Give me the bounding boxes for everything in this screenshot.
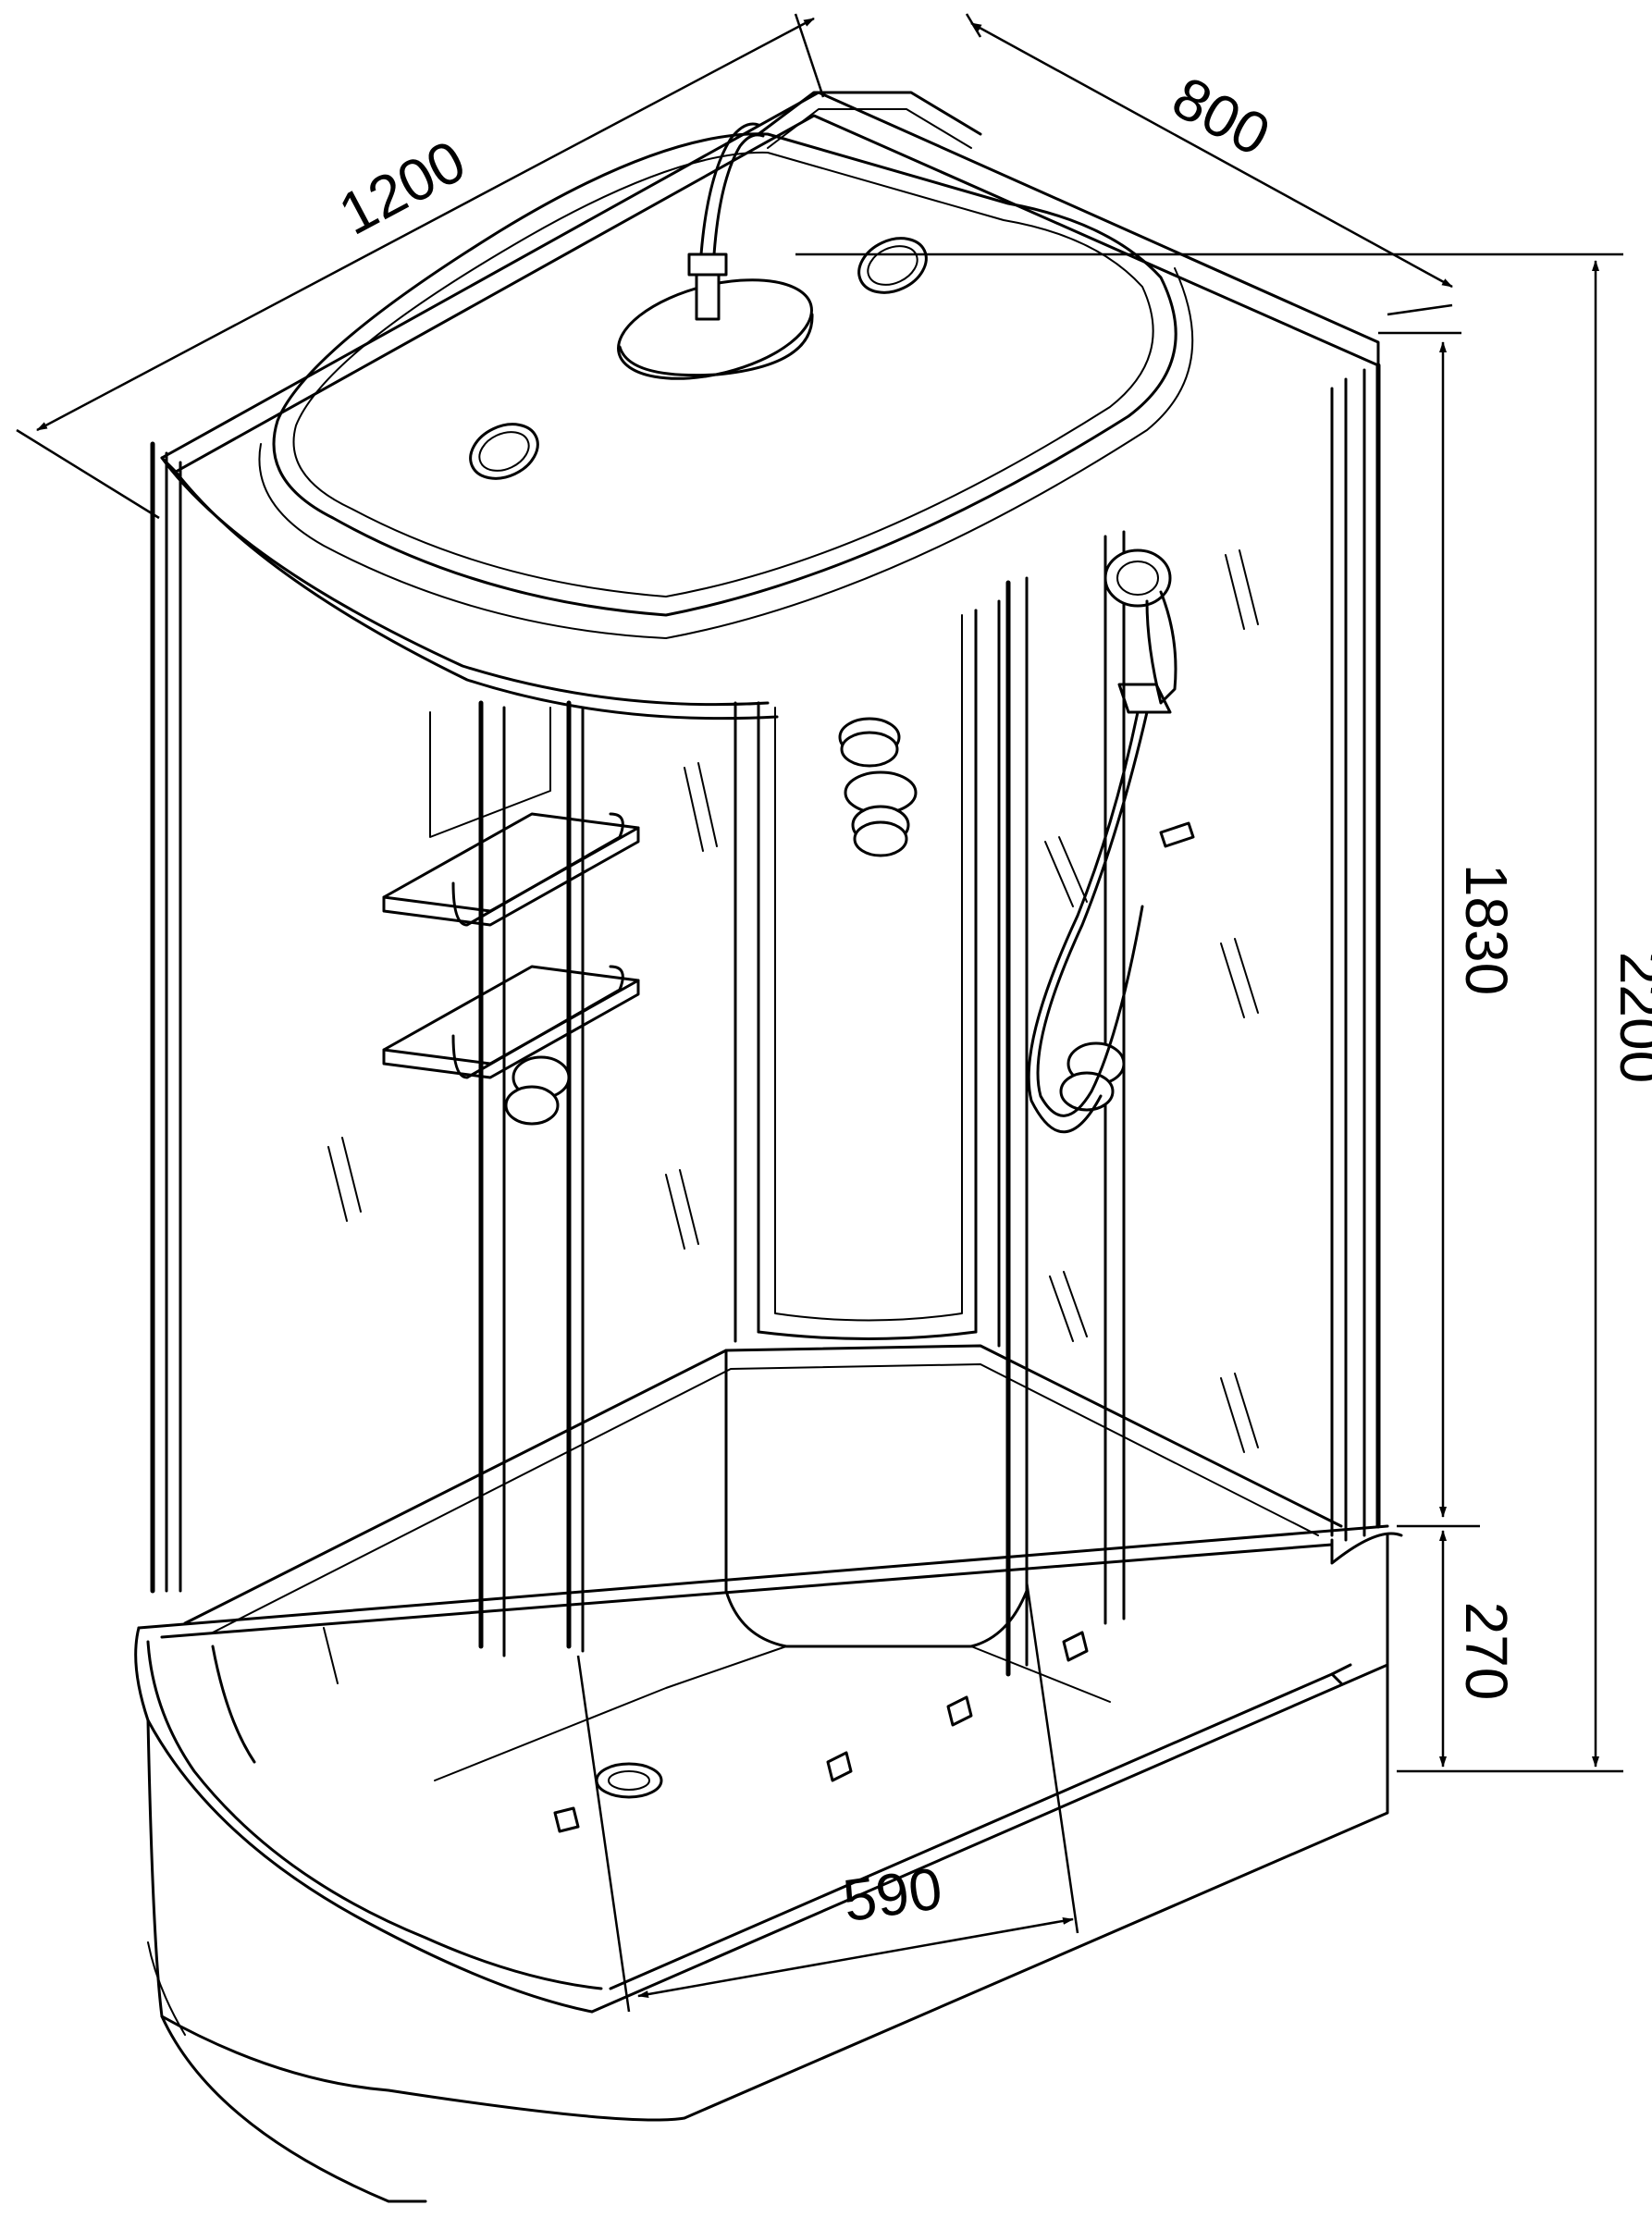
dimension-lines [16,13,1623,2013]
dimension-label-tray-height: 270 [1453,1602,1520,1701]
hand-shower-icon [1027,548,1195,1134]
massage-jet-icon [504,717,1126,1126]
dimension-label-total-height: 2200 [1608,952,1652,1083]
dimension-label-length: 1200 [328,127,476,247]
glass-reflections [323,549,1259,1684]
dimension-label-cabin-height: 1830 [1453,864,1520,995]
cabin-outline [134,91,1403,2203]
dimension-label-door-width: 590 [839,1854,946,1934]
dimension-label-depth: 800 [1162,64,1280,169]
